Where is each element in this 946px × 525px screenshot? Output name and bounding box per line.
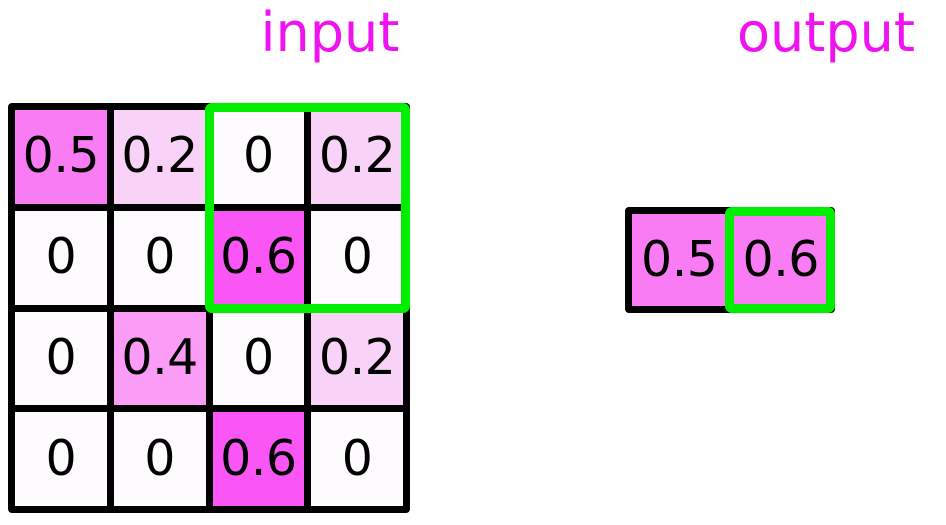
output-matrix: 0.5 0.6 (625, 207, 835, 313)
input-cell-r2c3: 0.2 (311, 311, 403, 406)
output-title: output (736, 1, 916, 64)
input-cell-r1c0: 0 (15, 210, 107, 305)
input-cell-value: 0 (341, 429, 373, 487)
input-cell-r3c0: 0 (15, 412, 107, 506)
input-cell-value: 0.2 (121, 127, 198, 185)
input-cell-r0c3: 0.2 (311, 110, 403, 204)
input-cell-r0c0: 0.5 (15, 110, 107, 204)
input-cell-value: 0 (243, 127, 274, 185)
input-cell-value: 0.5 (22, 127, 100, 185)
input-cell-value: 0 (341, 228, 373, 286)
input-cell-r3c3: 0 (311, 412, 403, 506)
input-cell-value: 0 (45, 429, 77, 487)
input-cell-r2c0: 0 (15, 311, 107, 406)
input-cell-r0c1: 0.2 (113, 110, 206, 204)
input-title: input (260, 1, 400, 64)
input-cell-value: 0 (144, 429, 175, 487)
output-cell-r0c0: 0.5 (632, 214, 727, 306)
input-cell-value: 0.6 (220, 429, 297, 487)
input-cell-r3c2: 0.6 (212, 412, 305, 506)
output-cell-r0c1: 0.6 (733, 214, 828, 306)
input-cell-value: 0.2 (318, 127, 396, 185)
input-cell-r1c2: 0.6 (212, 210, 305, 305)
input-cell-value: 0 (45, 228, 77, 286)
input-cell-value: 0.2 (318, 328, 396, 386)
input-cell-r0c2: 0 (212, 110, 305, 204)
input-cell-value: 0.6 (220, 228, 297, 286)
input-cell-value: 0 (45, 328, 77, 386)
output-cell-value: 0.6 (742, 230, 820, 288)
input-cell-r3c1: 0 (113, 412, 206, 506)
input-cell-value: 0.4 (121, 328, 198, 386)
input-cell-value: 0 (243, 328, 274, 386)
input-cell-r1c1: 0 (113, 210, 206, 305)
input-cell-r2c2: 0 (212, 311, 305, 406)
input-matrix: 0.5 0.2 0 0.2 0 0 0.6 0 0 0.4 0 0.2 0 0 0.6 0 (8, 103, 410, 513)
output-cell-value: 0.5 (641, 230, 718, 288)
input-cell-r2c1: 0.4 (113, 311, 206, 406)
input-cell-r1c3: 0 (311, 210, 403, 305)
input-cell-value: 0 (144, 228, 175, 286)
